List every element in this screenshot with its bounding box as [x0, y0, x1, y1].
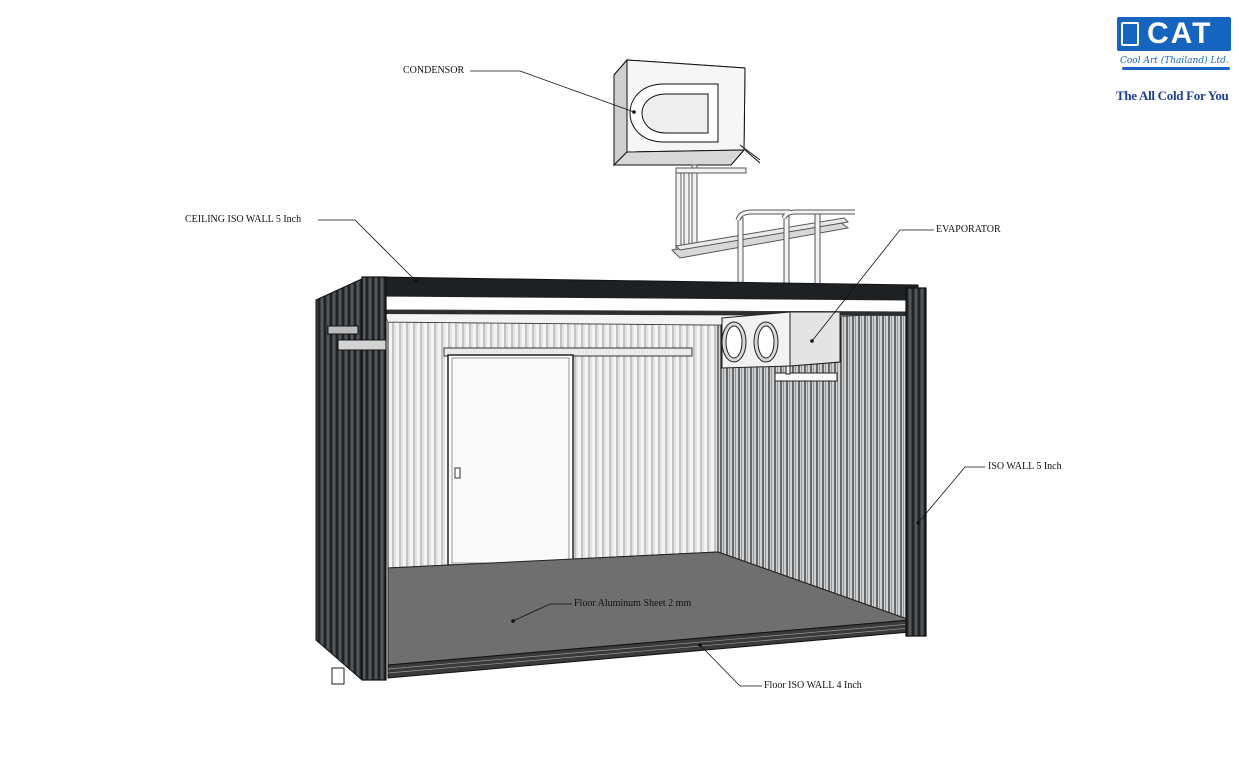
company-logo: CAT Cool Art (Thailand) Ltd. The All Col…: [1112, 14, 1234, 106]
label-ceiling-iso-wall: CEILING ISO WALL 5 Inch: [185, 214, 302, 225]
logo-brand: CAT: [1147, 17, 1213, 50]
evaporator-unit: [721, 311, 841, 382]
logo-door-icon: [1121, 22, 1139, 46]
callout-lines: [318, 70, 985, 687]
door: [443, 347, 693, 566]
right-outer-wall: [905, 287, 927, 637]
logo-badge: CAT: [1117, 17, 1231, 51]
logo-tagline: The All Cold For You: [1116, 88, 1229, 103]
condenser-unit: [612, 58, 761, 167]
label-condensor: CONDENSOR: [403, 65, 465, 76]
floor: [387, 551, 911, 679]
label-floor-aluminum-sheet: Floor Aluminum Sheet 2 mm: [574, 598, 692, 609]
logo-company: Cool Art (Thailand) Ltd.: [1120, 56, 1229, 66]
logo-swoosh: [1122, 67, 1230, 70]
label-iso-wall: ISO WALL 5 Inch: [988, 461, 1062, 472]
left-outer-wall: [315, 276, 387, 685]
callout-dots: [414, 110, 920, 647]
label-floor-iso-wall: Floor ISO WALL 4 Inch: [764, 680, 862, 691]
refrigerant-piping: [670, 164, 855, 289]
label-evaporator: EVAPORATOR: [936, 224, 1001, 235]
